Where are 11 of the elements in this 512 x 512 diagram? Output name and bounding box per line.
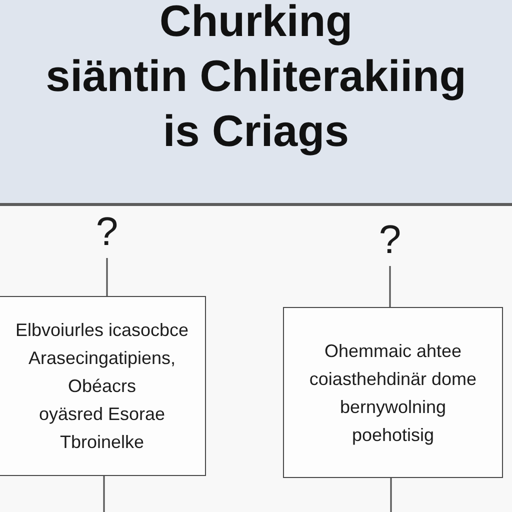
question-mark: ? — [90, 206, 124, 258]
note-text: Ohemmaic ahtee coiasthehdinär dome bernywolning poehotisig — [309, 340, 477, 447]
note-box — [283, 307, 503, 478]
connector-line — [103, 476, 105, 512]
connector-line — [389, 266, 391, 307]
note-text: Elbvoiurles icasocbce Arasecingatipiens, Obéacrs oyäsred Esorae Tbroinelke — [15, 319, 189, 454]
note-box — [0, 296, 206, 476]
connector-line — [390, 478, 392, 512]
connector-line — [106, 258, 108, 296]
diagram-title: Churking siäntin Chliterakiing is Criags — [44, 0, 468, 158]
question-mark: ? — [373, 214, 407, 266]
